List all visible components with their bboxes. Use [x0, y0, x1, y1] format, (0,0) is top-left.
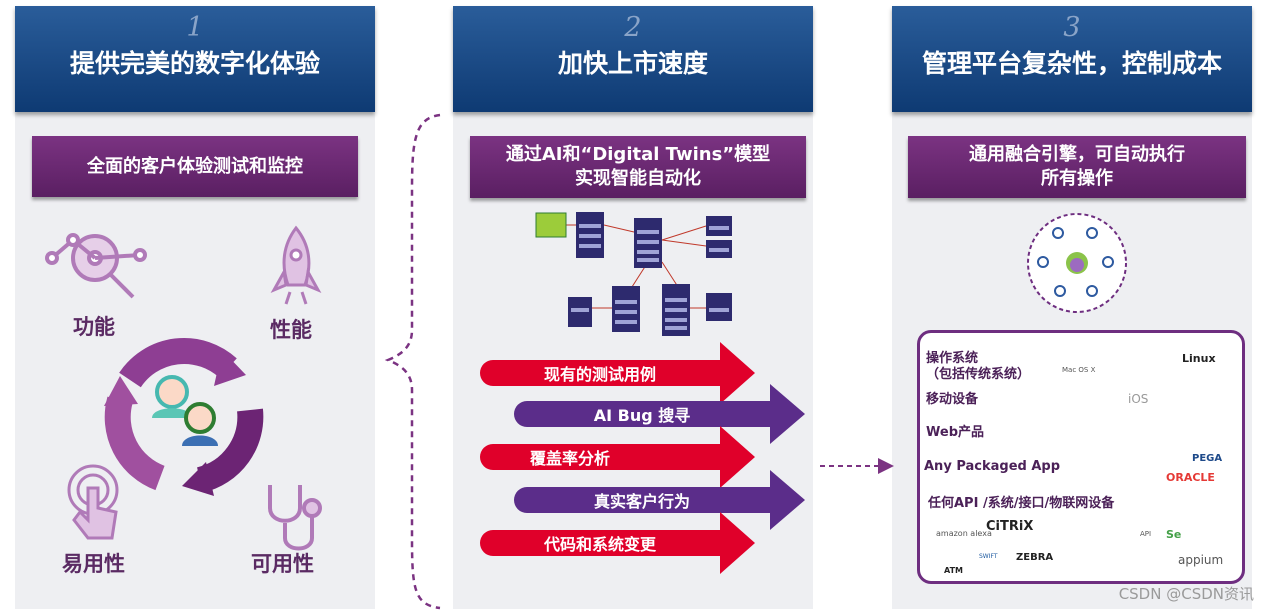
macos-label: Mac OS X	[1062, 366, 1096, 374]
column-2-header: 2 加快上市速度	[453, 6, 813, 112]
cycle-arrowheads	[104, 350, 246, 496]
row-label-os: 操作系统 （包括传统系统）	[926, 351, 1030, 383]
rocket-icon	[270, 225, 322, 305]
api-label: API	[1140, 530, 1152, 538]
column-2-number: 2	[624, 12, 642, 43]
arrow-shape-5	[480, 512, 755, 574]
column-3-title: 管理平台复杂性，控制成本	[921, 49, 1222, 78]
column-2-title: 加快上市速度	[557, 49, 708, 78]
linux-label: Linux	[1182, 352, 1216, 365]
citrix-label: CiTRiX	[986, 519, 1034, 534]
arrow-shape-3	[480, 426, 755, 488]
arrow-existing-tests: 现有的测试用例	[480, 360, 720, 386]
column-2-subtitle: 通过AI和“Digital Twins”模型 实现智能自动化	[470, 136, 806, 198]
arrow-real-customer-behavior: 真实客户行为	[514, 487, 770, 513]
row-label-api-iot: 任何API /系统/接口/物联网设备	[928, 496, 1115, 511]
magnifier-icon	[45, 233, 147, 299]
row-label-mobile: 移动设备	[926, 392, 979, 407]
pega-label: PEGA	[1192, 453, 1223, 464]
brace-connector	[384, 113, 441, 610]
oracle-label: ORACLE	[1166, 471, 1215, 484]
people-icon	[152, 375, 218, 446]
alexa-label: amazon alexa	[936, 529, 992, 538]
arrow-label: 真实客户行为	[593, 492, 690, 511]
row-label-os-line-2: （包括传统系统）	[926, 367, 1031, 382]
column-3-subtitle: 通用融合引擎，可自动执行 所有操作	[908, 136, 1246, 198]
column-3-subtitle-line-1: 通用融合引擎，可自动执行	[969, 144, 1185, 165]
appium-label: appium	[1178, 553, 1224, 567]
arrow-shape-4	[514, 470, 805, 530]
ios-label: iOS	[1128, 392, 1149, 406]
arrow-label: AI Bug 搜寻	[593, 406, 691, 425]
row-label-packaged-app: Any Packaged App	[924, 459, 1061, 474]
arrow-code-system-changes: 代码和系统变更	[480, 530, 720, 556]
zebra-label: ZEBRA	[1016, 552, 1054, 563]
arrow-label: 覆盖率分析	[529, 449, 610, 468]
label-availability: 可用性	[251, 552, 314, 576]
arrow-coverage-analysis: 覆盖率分析	[480, 444, 660, 470]
arrow-label: 现有的测试用例	[543, 365, 656, 384]
stethoscope-icon	[268, 485, 322, 551]
swift-label: SWIFT	[979, 553, 998, 560]
atm-label: ATM	[944, 566, 963, 575]
label-performance: 性能	[270, 318, 312, 342]
watermark: CSDN @CSDN资讯	[1118, 585, 1254, 603]
column-3-number: 3	[1063, 12, 1081, 43]
label-usability: 易用性	[62, 552, 125, 576]
arrow-label: 代码和系统变更	[543, 535, 656, 554]
model-flow-diagram	[535, 212, 732, 336]
engine-circle	[1027, 213, 1127, 313]
column-1-number: 1	[186, 12, 204, 43]
column-2-subtitle-line-1: 通过AI和“Digital Twins”模型	[505, 144, 771, 165]
arrow-ai-bug-hunting: AI Bug 搜寻	[514, 401, 770, 427]
platform-panel	[917, 330, 1245, 584]
cycle-arrows-icon	[104, 338, 264, 493]
salesforce-label: salesforce	[1115, 460, 1151, 468]
column-1-title: 提供完美的数字化体验	[69, 49, 320, 78]
column-3-header: 3 管理平台复杂性，控制成本	[892, 6, 1252, 112]
row-label-os-line-1: 操作系统	[926, 351, 979, 366]
column-2-subtitle-line-2: 实现智能自动化	[575, 168, 701, 189]
arrow-shape-2	[514, 384, 805, 444]
column-1-subtitle: 全面的客户体验测试和监控	[32, 136, 358, 197]
column-3-subtitle-line-2: 所有操作	[1041, 168, 1113, 189]
sap-label: SAP	[1071, 459, 1096, 472]
column-1: 1 提供完美的数字化体验 全面的客户体验测试和监控 功能 性能 易用性 可用性	[15, 6, 375, 609]
column-1-subtitle-line: 全面的客户体验测试和监控	[87, 155, 303, 177]
arrow-shape-1	[480, 342, 755, 404]
label-function: 功能	[73, 315, 115, 339]
touch-hand-icon	[67, 464, 119, 540]
sql-label: SQL	[1074, 527, 1094, 537]
column-1-header: 1 提供完美的数字化体验	[15, 6, 375, 112]
selenium-label: Se	[1166, 528, 1182, 541]
row-label-web: Web产品	[926, 425, 984, 440]
